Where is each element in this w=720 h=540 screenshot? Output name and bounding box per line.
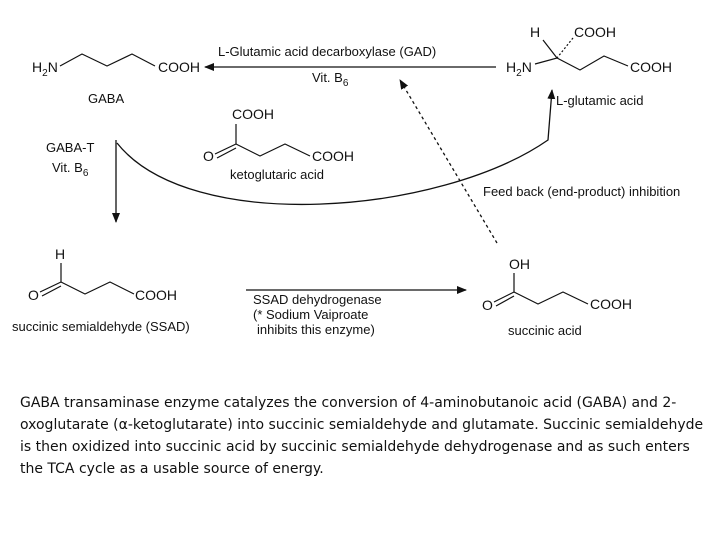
- ssad-h-label: H: [55, 246, 65, 262]
- gaba-name: GABA: [88, 91, 124, 106]
- succinic-name: succinic acid: [508, 323, 582, 338]
- glutamic-top-cooh-label: COOH: [574, 24, 616, 40]
- glutamic-h-label: H: [530, 24, 540, 40]
- ketoglutaric-name: ketoglutaric acid: [230, 167, 324, 182]
- keto-o-label: O: [203, 148, 214, 164]
- keto-chain: [235, 143, 311, 157]
- ssad-dehydrogenase-label: SSAD dehydrogenase: [253, 292, 382, 307]
- valproate-note-line2: inhibits this enzyme): [257, 322, 375, 337]
- transamination-curved-arrow: [116, 89, 556, 206]
- caption: GABA transaminase enzyme catalyzes the c…: [20, 392, 710, 480]
- glutamic-chain: [534, 55, 629, 71]
- ketoglutaric-acid-molecule: COOH O COOH ketoglutaric acid: [203, 106, 354, 182]
- ssad-molecule: H O COOH succinic semialdehyde (SSAD): [12, 246, 190, 334]
- keto-co-bond-b: [216, 147, 237, 159]
- ssad-cooh-label: COOH: [135, 287, 177, 303]
- glutamic-cooh-bond: [556, 37, 574, 59]
- gad-cofactor-label: Vit. B6: [312, 70, 349, 89]
- ssad-o-label: O: [28, 287, 39, 303]
- feedback-inhibition-label: Feed back (end-product) inhibition: [483, 184, 680, 199]
- gabat-enzyme-label: GABA-T: [46, 140, 94, 155]
- valproate-note-line1: (* Sodium Vaiproate: [253, 307, 368, 322]
- keto-co-bond-a: [214, 143, 237, 155]
- ssad-co-bond-b: [41, 285, 62, 297]
- gabat-cofactor-label: Vit. B6: [52, 160, 89, 179]
- glutamic-h-bond: [542, 39, 558, 59]
- feedback-inhibition-arrow: [399, 79, 498, 244]
- succinic-o-label: O: [482, 297, 493, 313]
- succinic-acid-molecule: OH O COOH succinic acid: [482, 256, 632, 338]
- glutamic-amine-label: H2N: [506, 59, 532, 79]
- glutamic-right-cooh-label: COOH: [630, 59, 672, 75]
- ssad-chain: [60, 281, 135, 295]
- caption-part1: GABA transaminase enzyme catalyzes the c…: [20, 395, 677, 433]
- gaba-amine-label: H2N: [32, 59, 58, 79]
- caption-part2: -ketoglutarate) into succinic semialdehy…: [20, 417, 704, 477]
- caption-alpha: α: [118, 417, 128, 433]
- succinic-oh-label: OH: [509, 256, 530, 272]
- gaba-chain: [59, 53, 156, 67]
- succinic-cooh-label: COOH: [590, 296, 632, 312]
- keto-right-cooh-label: COOH: [312, 148, 354, 164]
- gad-enzyme-label: L-Glutamic acid decarboxylase (GAD): [218, 44, 436, 59]
- ssad-co-bond-a: [39, 281, 62, 293]
- succinic-co-bond-a: [493, 291, 515, 303]
- keto-top-cooh-label: COOH: [232, 106, 274, 122]
- gaba-shunt-diagram: H2N COOH GABA H COOH H2N COOH L-glutamic…: [12, 24, 680, 338]
- glutamic-name: L-glutamic acid: [556, 93, 643, 108]
- glutamic-acid-molecule: H COOH H2N COOH L-glutamic acid: [506, 24, 672, 108]
- gaba-molecule: H2N COOH GABA: [32, 53, 200, 106]
- ssad-name: succinic semialdehyde (SSAD): [12, 319, 190, 334]
- gaba-cooh-label: COOH: [158, 59, 200, 75]
- succinic-co-bond-b: [495, 295, 515, 307]
- succinic-chain: [513, 291, 589, 305]
